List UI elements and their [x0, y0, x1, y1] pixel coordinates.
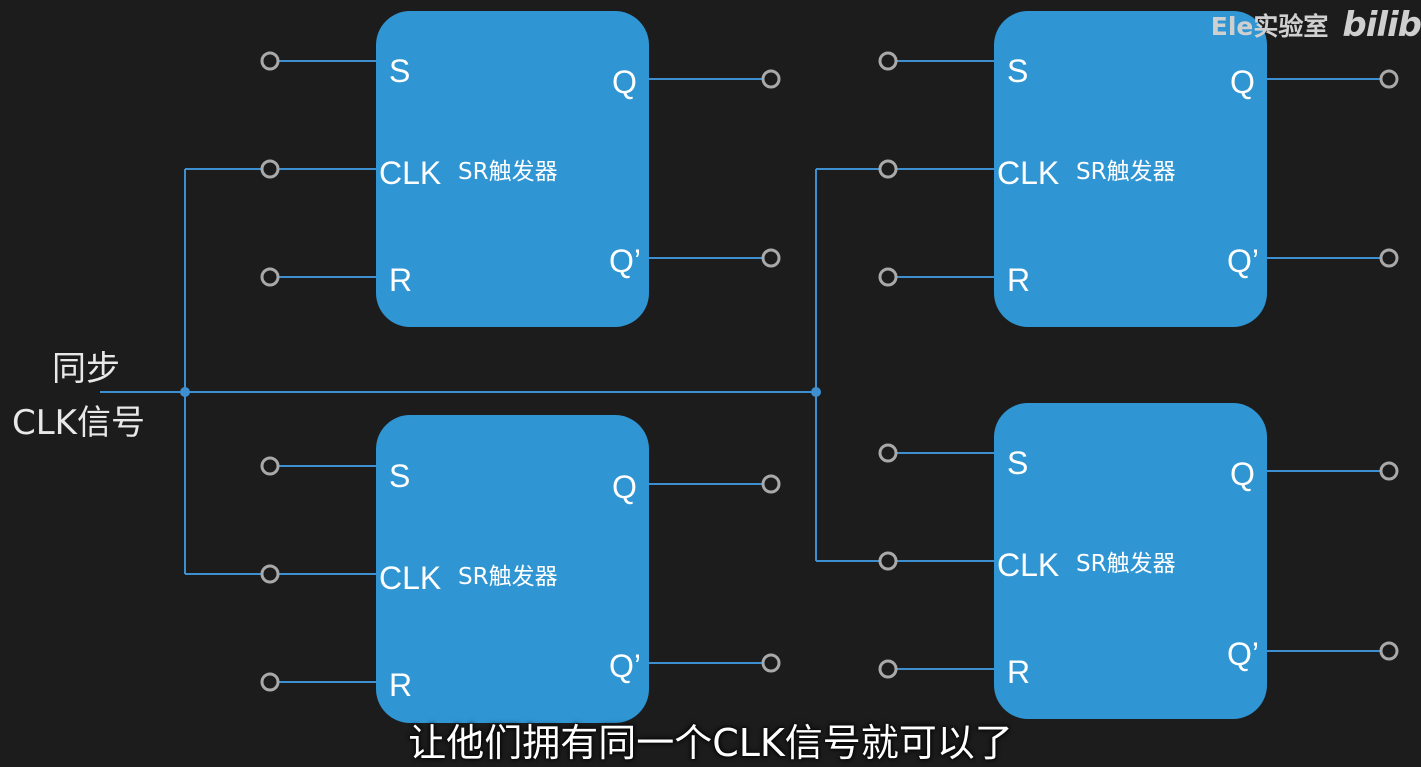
pin-label-q: Q [1230, 456, 1255, 492]
pin-label-s: S [1007, 53, 1028, 89]
sync-label-line2: CLK信号 [12, 403, 145, 443]
input-terminal [878, 159, 898, 179]
sync-label-line1: 同步 [52, 349, 120, 389]
pin-label-q-bar: Q’ [1227, 243, 1259, 279]
input-terminal [878, 443, 898, 463]
pin-label-clk: CLK [379, 155, 441, 191]
pin-label-r: R [389, 262, 412, 298]
flip-flop-block-bottom-left [376, 415, 649, 723]
output-terminal [761, 653, 781, 673]
flip-flop-name: SR触发器 [458, 564, 558, 590]
output-terminal [1379, 69, 1399, 89]
pin-label-clk: CLK [997, 155, 1059, 191]
pin-label-q-bar: Q’ [609, 243, 641, 279]
watermark: Ele实验室 bilib [1210, 5, 1421, 45]
input-terminal [260, 267, 280, 287]
input-terminal [878, 551, 898, 571]
pin-label-s: S [1007, 445, 1028, 481]
pin-label-q-bar: Q’ [609, 648, 641, 684]
input-terminal [260, 672, 280, 692]
pin-label-q-bar: Q’ [1227, 636, 1259, 672]
watermark-text: Ele实验室 [1210, 12, 1329, 41]
flip-flop-name: SR触发器 [1076, 551, 1176, 577]
input-terminal [878, 659, 898, 679]
pin-label-q: Q [612, 469, 637, 505]
video-subtitle: 让他们拥有同一个CLK信号就可以了 [408, 721, 1013, 765]
flip-flop-name: SR触发器 [458, 159, 558, 185]
output-terminal [761, 248, 781, 268]
pin-label-clk: CLK [379, 560, 441, 596]
input-terminal [260, 159, 280, 179]
pin-label-q: Q [1230, 64, 1255, 100]
pin-label-q: Q [612, 64, 637, 100]
output-terminal [761, 69, 781, 89]
flip-flop-blocks: S CLK R Q Q’ SR触发器 S CLK R Q Q’ SR触发器 S CLK R Q Q’ SR触发器 S… [260, 11, 1399, 723]
right-junction-dot [811, 387, 821, 397]
output-terminal [1379, 641, 1399, 661]
input-terminal [878, 267, 898, 287]
pin-label-s: S [389, 53, 410, 89]
bilibili-logo-icon: bilib [1342, 5, 1421, 45]
flip-flop-block-top-left [376, 11, 649, 327]
left-junction-dot [180, 387, 190, 397]
pin-label-clk: CLK [997, 547, 1059, 583]
input-terminal [260, 564, 280, 584]
pin-label-r: R [1007, 262, 1030, 298]
input-terminal [260, 51, 280, 71]
output-terminal [1379, 248, 1399, 268]
flip-flop-block-top-right [994, 11, 1267, 327]
pin-label-s: S [389, 458, 410, 494]
pin-label-r: R [389, 667, 412, 703]
flip-flop-block-bottom-right [994, 403, 1267, 719]
clock-bus-wires [100, 60, 1389, 683]
input-terminal [878, 51, 898, 71]
output-terminal [1379, 461, 1399, 481]
pin-label-r: R [1007, 654, 1030, 690]
flip-flop-name: SR触发器 [1076, 159, 1176, 185]
input-terminal [260, 456, 280, 476]
sync-clk-label: 同步 CLK信号 [12, 349, 145, 443]
output-terminal [761, 474, 781, 494]
